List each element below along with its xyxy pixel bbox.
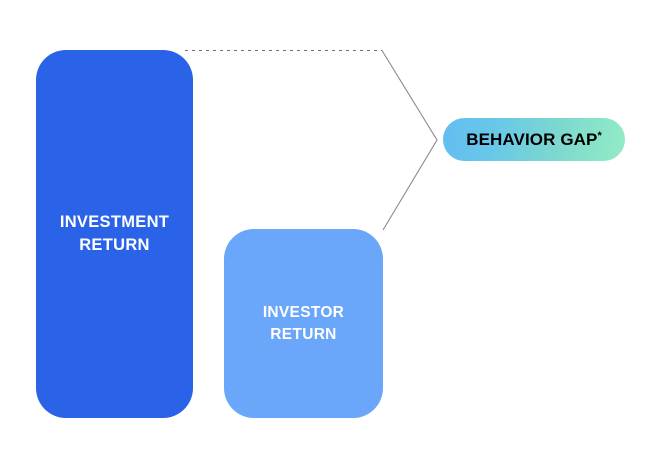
behavior-gap-badge: BEHAVIOR GAP* — [443, 118, 625, 161]
bar-investor-return: INVESTOR RETURN — [224, 229, 383, 418]
behavior-gap-badge-label: BEHAVIOR GAP — [466, 129, 598, 149]
bar-investment-return-label-line2: RETURN — [79, 236, 150, 254]
bar-investment-return-label-line1: INVESTMENT — [59, 212, 170, 231]
bar-investor-return-label-line2: RETURN — [270, 325, 337, 343]
bar-investment-return: INVESTMENT RETURN — [36, 50, 193, 418]
bar-investor-return-label-line1: INVESTOR — [262, 303, 345, 321]
gap-bracket-chevron — [381, 50, 438, 231]
behavior-gap-badge-asterisk: * — [597, 130, 602, 142]
